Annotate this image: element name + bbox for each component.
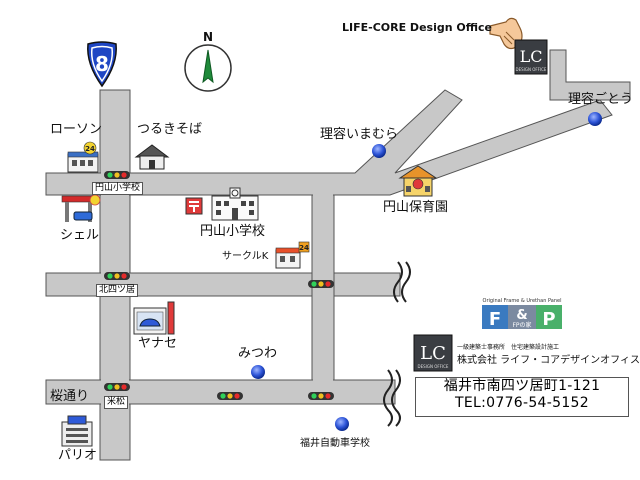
- intersection-yonematsu: 米松: [104, 396, 129, 409]
- label-mitsuwa: みつわ: [238, 346, 278, 361]
- marker-riyou-gotou: [588, 112, 602, 126]
- compass-label: N: [203, 30, 213, 44]
- traffic-light: [308, 280, 334, 288]
- banner-letter-amp: &: [516, 308, 527, 323]
- post-office-icon: [185, 197, 203, 215]
- label-riyou-gotou: 理容ごとう: [568, 92, 634, 107]
- lc-logo-bottom-icon: LC DESIGN OFFICE: [413, 334, 453, 372]
- pointing-hand-icon: [489, 17, 523, 50]
- route-number: 8: [95, 52, 109, 76]
- traffic-light: [217, 392, 243, 400]
- traffic-light: [308, 392, 334, 400]
- fp-house-banner: Original Frame & Urethan Panel F & FPの家 …: [482, 298, 562, 330]
- label-tsurukisoba: つるきそば: [137, 122, 203, 137]
- label-pario: パリオ: [58, 448, 98, 463]
- traffic-lights: [104, 171, 334, 400]
- road-break-marks: [383, 261, 411, 427]
- store-badge-1: 24: [85, 145, 95, 153]
- label-circle-k: サークルK: [222, 251, 269, 262]
- lc-logo-top-icon: LC DESIGN OFFICE: [514, 39, 548, 75]
- label-riyou-imamura: 理容いまむら: [320, 127, 399, 142]
- label-shell: シェル: [60, 228, 100, 243]
- label-yanase: ヤナセ: [138, 336, 178, 351]
- yanase-dealer-icon: [133, 301, 175, 335]
- banner-letter-f: F: [489, 309, 501, 330]
- road-sakura-horizontal: [45, 379, 396, 405]
- logo-letters: LC: [520, 47, 543, 66]
- address-text: 福井市南四ツ居町1-121: [443, 378, 601, 394]
- pario-building-icon: [61, 415, 93, 447]
- road-maruyama-horizontal: [45, 89, 613, 196]
- circle-k-store-icon: 24: [275, 241, 310, 269]
- intersection-maruyama: 円山小学校: [92, 182, 144, 195]
- label-fukui-driving-school: 福井自動車学校: [300, 438, 370, 449]
- logo-sub: DESIGN OFFICE: [516, 67, 547, 72]
- shell-station-icon: [61, 194, 101, 222]
- banner-letter-p: P: [542, 309, 555, 330]
- banner-sub: FPの家: [512, 321, 531, 329]
- address-box: 福井市南四ツ居町1-121 TEL:0776-54-5152: [415, 377, 629, 417]
- banner-text: Original Frame & Urethan Panel: [483, 298, 562, 304]
- school-building-icon: [211, 187, 259, 221]
- nursery-school-icon: [398, 165, 438, 197]
- soba-house-icon: [134, 144, 170, 170]
- label-lawson: ローソン: [50, 122, 103, 137]
- marker-driving-school: [335, 417, 349, 431]
- office-title: LIFE-CORE Design Office: [342, 21, 492, 34]
- label-maruyama-school: 円山小学校: [200, 224, 266, 239]
- tel-text: TEL:0776-54-5152: [455, 395, 589, 411]
- traffic-light: [104, 171, 130, 179]
- compass-north-icon: N: [184, 30, 232, 92]
- lawson-store-icon: 24: [67, 141, 99, 173]
- traffic-light: [104, 272, 130, 280]
- marker-mitsuwa: [251, 365, 265, 379]
- traffic-light: [104, 383, 130, 391]
- marker-riyou-imamura: [372, 144, 386, 158]
- store-badge-2: 24: [299, 244, 309, 252]
- company-name: 株式会社 ライフ・コアデザインオフィス: [457, 355, 640, 366]
- company-line1: 一級建築士事務所 住宅建築設計施工: [457, 344, 560, 351]
- intersection-kitayotsui: 北四ツ居: [96, 284, 139, 297]
- label-sakura-doori: 桜通り: [50, 389, 90, 404]
- logo-sub-2: DESIGN OFFICE: [418, 364, 449, 369]
- label-maruyama-hoikuen: 円山保育園: [383, 200, 449, 215]
- logo-letters-2: LC: [420, 343, 446, 364]
- location-markers: [251, 112, 602, 431]
- road-to-gotou: [549, 49, 631, 101]
- route-8-shield-icon: 8: [87, 41, 117, 88]
